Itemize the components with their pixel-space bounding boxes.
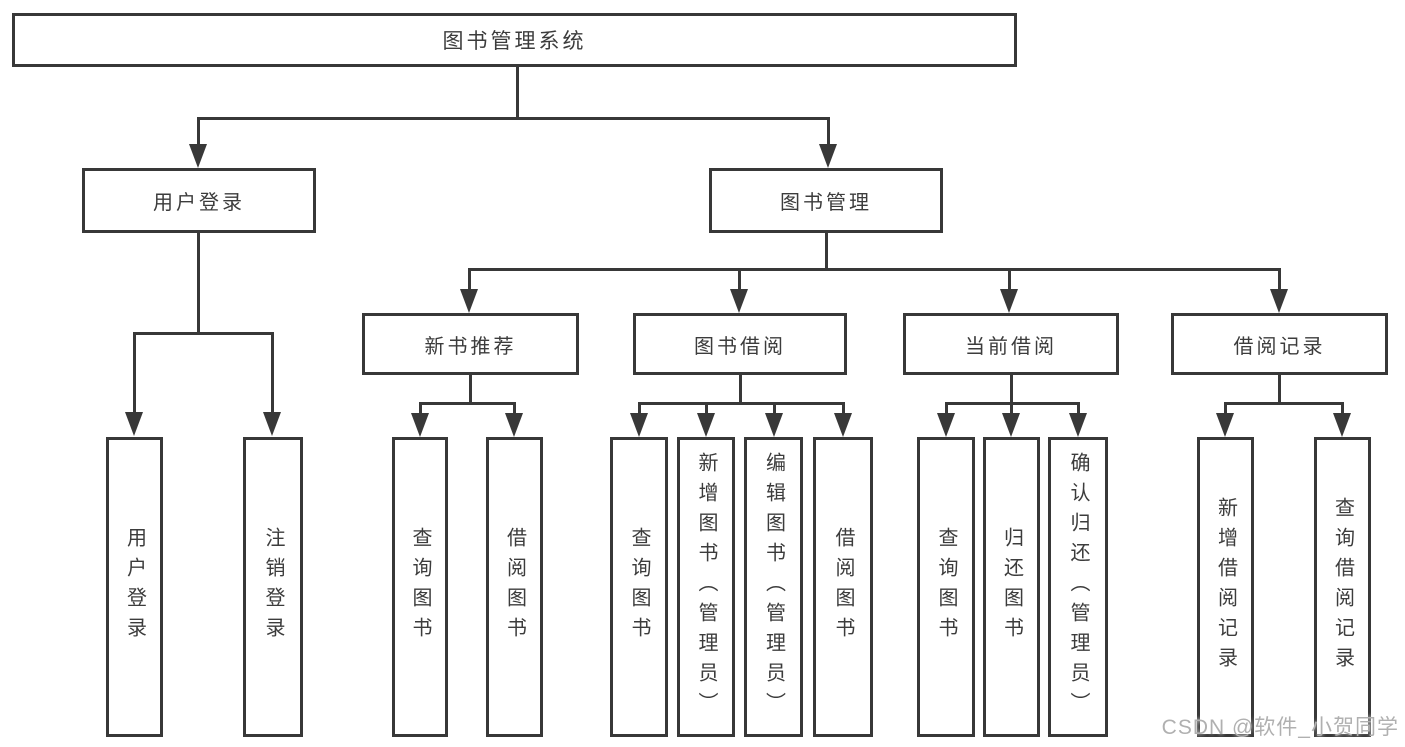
connector-vline — [468, 268, 471, 291]
node-borrowing-records: 借阅记录 — [1171, 313, 1388, 375]
leaf-edit-book-admin: 编辑图书（管理员） — [744, 437, 803, 737]
connector-vline — [197, 117, 200, 146]
leaf-query-books: 查询图书 — [917, 437, 975, 737]
leaf-return-books: 归还图书 — [983, 437, 1040, 737]
arrow-down-icon — [1216, 413, 1234, 437]
leaf-query-books: 查询图书 — [392, 437, 448, 737]
arrow-down-icon — [1270, 289, 1288, 313]
arrow-down-icon — [125, 412, 143, 436]
connector-vline — [1341, 402, 1344, 415]
csdn-watermark: CSDN @软件_小贺同学 — [1161, 716, 1399, 739]
connector-hline — [197, 117, 829, 120]
arrow-down-icon — [460, 289, 478, 313]
connector-vline — [945, 402, 948, 415]
connector-vline — [516, 67, 519, 120]
connector-vline — [1010, 375, 1013, 405]
arrow-down-icon — [1002, 413, 1020, 437]
connector-hline — [133, 332, 273, 335]
connector-vline — [271, 332, 274, 414]
leaf-borrow-books: 借阅图书 — [486, 437, 543, 737]
connector-vline — [739, 375, 742, 405]
arrow-down-icon — [505, 413, 523, 437]
leaf-user-login: 用户登录 — [106, 437, 163, 737]
connector-vline — [513, 402, 516, 415]
node-new-book-recommendation: 新书推荐 — [362, 313, 579, 375]
arrow-down-icon — [1000, 289, 1018, 313]
connector-vline — [825, 233, 828, 271]
arrow-down-icon — [1333, 413, 1351, 437]
leaf-add-borrow-record: 新增借阅记录 — [1197, 437, 1254, 737]
arrow-down-icon — [630, 413, 648, 437]
arrow-down-icon — [411, 413, 429, 437]
node-book-borrowing: 图书借阅 — [633, 313, 847, 375]
connector-hline — [638, 402, 844, 405]
connector-vline — [1278, 268, 1281, 291]
connector-vline — [1010, 402, 1013, 415]
connector-vline — [419, 402, 422, 415]
node-book-management: 图书管理 — [709, 168, 943, 233]
leaf-borrow-books: 借阅图书 — [813, 437, 873, 737]
leaf-confirm-return-admin: 确认归还（管理员） — [1048, 437, 1108, 737]
connector-vline — [1278, 375, 1281, 405]
connector-hline — [1224, 402, 1343, 405]
connector-vline — [638, 402, 641, 415]
connector-vline — [197, 233, 200, 335]
arrow-down-icon — [697, 413, 715, 437]
leaf-query-borrow-record: 查询借阅记录 — [1314, 437, 1371, 737]
arrow-down-icon — [937, 413, 955, 437]
connector-vline — [705, 402, 708, 415]
arrow-down-icon — [765, 413, 783, 437]
connector-hline — [419, 402, 515, 405]
arrow-down-icon — [263, 412, 281, 436]
arrow-down-icon — [1069, 413, 1087, 437]
connector-vline — [1008, 268, 1011, 291]
arrow-down-icon — [730, 289, 748, 313]
connector-hline — [468, 268, 1281, 271]
connector-vline — [1224, 402, 1227, 415]
leaf-logout: 注销登录 — [243, 437, 303, 737]
node-library-system: 图书管理系统 — [12, 13, 1017, 67]
connector-vline — [827, 117, 830, 146]
connector-vline — [133, 332, 136, 414]
connector-vline — [1077, 402, 1080, 415]
connector-vline — [842, 402, 845, 415]
arrow-down-icon — [189, 144, 207, 168]
leaf-query-books: 查询图书 — [610, 437, 668, 737]
connector-vline — [469, 375, 472, 405]
node-current-borrowing: 当前借阅 — [903, 313, 1119, 375]
connector-vline — [738, 268, 741, 291]
leaf-add-book-admin: 新增图书（管理员） — [677, 437, 735, 737]
arrow-down-icon — [834, 413, 852, 437]
connector-vline — [773, 402, 776, 415]
arrow-down-icon — [819, 144, 837, 168]
node-user-login: 用户登录 — [82, 168, 316, 233]
